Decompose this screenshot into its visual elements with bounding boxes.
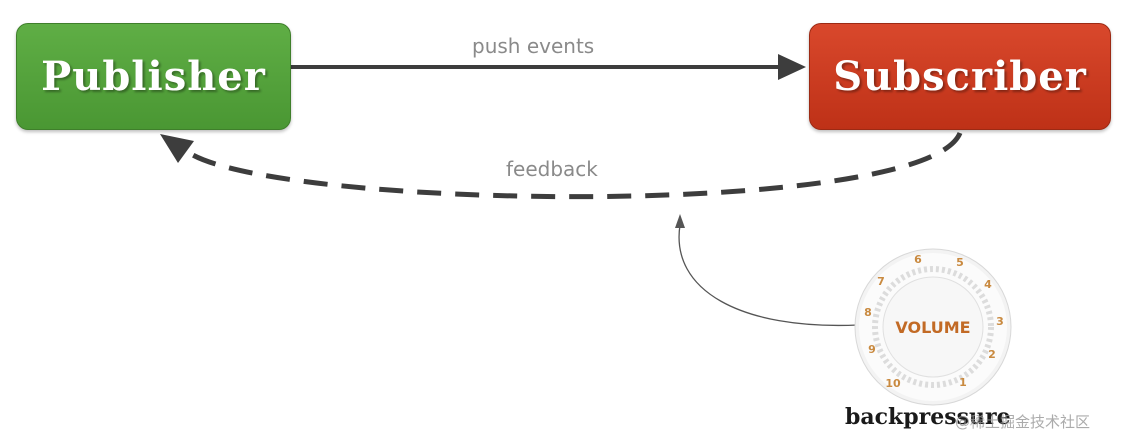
- dial-number: 4: [984, 278, 992, 291]
- backpressure-caption: backpressure: [845, 404, 1011, 430]
- dial-number: 8: [864, 306, 872, 319]
- feedback-arrow: [183, 131, 963, 200]
- feedback-arrowhead: [160, 134, 194, 163]
- knob-label: VOLUME: [895, 318, 970, 337]
- backpressure-pointer: [678, 224, 859, 327]
- dial-number: 9: [868, 343, 876, 356]
- dial-number: 5: [956, 256, 964, 269]
- volume-knob-icon: VOLUME 10 9 8 7 6 5 4 3 2 1: [854, 248, 1012, 406]
- dial-number: 2: [988, 348, 996, 361]
- backpressure-pointer-head: [675, 214, 685, 228]
- publisher-node: Publisher: [16, 23, 291, 130]
- push-events-label: push events: [472, 34, 595, 58]
- dial-number: 3: [996, 315, 1004, 328]
- publisher-label: Publisher: [41, 53, 266, 100]
- dial-number: 1: [959, 376, 967, 389]
- subscriber-label: Subscriber: [833, 53, 1087, 100]
- dial-number: 7: [877, 275, 885, 288]
- feedback-label: feedback: [506, 157, 598, 181]
- dial-number: 10: [885, 377, 901, 390]
- dial-number: 6: [914, 253, 922, 266]
- push-arrowhead: [778, 54, 806, 80]
- watermark: @稀土掘金技术社区: [955, 413, 1091, 431]
- subscriber-node: Subscriber: [809, 23, 1111, 130]
